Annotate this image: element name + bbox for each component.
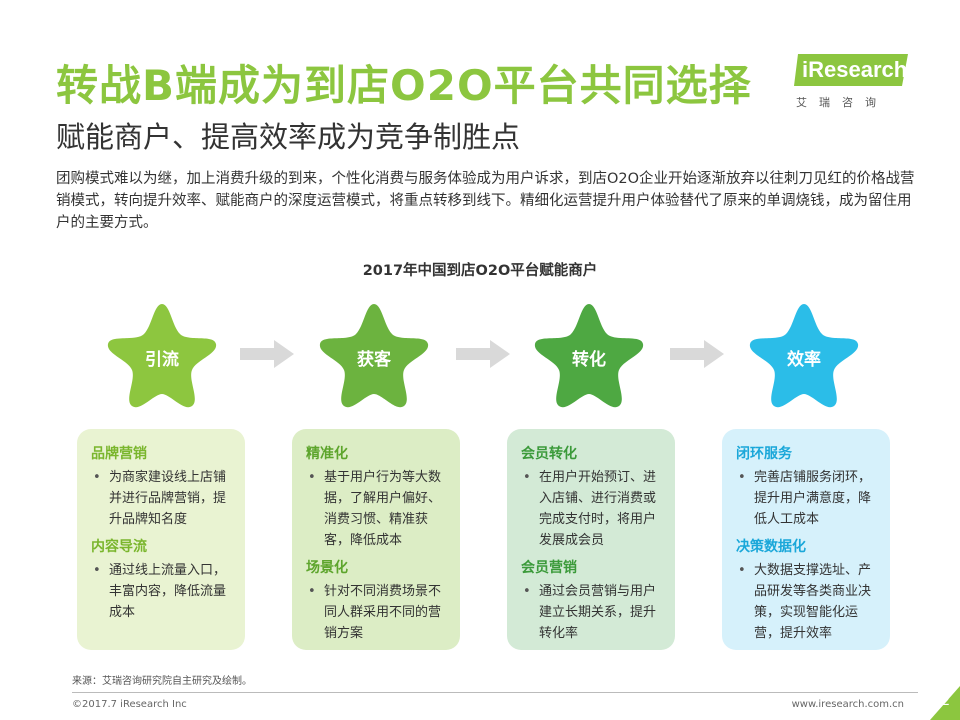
step-card-1: 品牌营销 为商家建设线上店铺并进行品牌营销，提升品牌知名度 内容导流 通过线上流… — [77, 429, 245, 650]
arrow-right-icon — [456, 340, 510, 368]
website-link[interactable]: www.iresearch.com.cn — [791, 699, 904, 710]
card-heading: 场景化 — [306, 560, 348, 576]
page-subtitle: 赋能商户、提高效率成为竞争制胜点 — [56, 120, 521, 154]
step-star-2: 获客 — [314, 298, 434, 410]
card-bullet: 为商家建设线上店铺并进行品牌营销，提升品牌知名度 — [91, 467, 233, 530]
star-shape-icon — [107, 304, 217, 408]
step-label: 转化 — [572, 350, 606, 370]
card-bullet: 在用户开始预订、进入店铺、进行消费或完成支付时，将用户发展成会员 — [521, 467, 663, 551]
step-card-4: 闭环服务 完善店铺服务闭环，提升用户满意度，降低人工成本 决策数据化 大数据支撑… — [722, 429, 890, 650]
step-star-3: 转化 — [529, 298, 649, 410]
card-bullet: 基于用户行为等大数据，了解用户偏好、消费习惯、精准获客，降低成本 — [306, 467, 448, 551]
star-shape-icon — [319, 304, 429, 408]
card-bullets: 通过会员营销与用户建立长期关系，提升转化率 — [521, 581, 663, 644]
logo-brand: iResearch — [802, 57, 908, 82]
card-heading: 会员营销 — [521, 560, 577, 576]
star-shape-icon — [749, 304, 859, 408]
copyright: ©2017.7 iResearch Inc — [72, 699, 187, 710]
step-star-4: 效率 — [744, 298, 864, 410]
card-bullet: 大数据支撑选址、产品研发等各类商业决策，实现智能化运营，提升效率 — [736, 560, 878, 644]
card-bullets: 大数据支撑选址、产品研发等各类商业决策，实现智能化运营，提升效率 — [736, 560, 878, 644]
footer-divider — [72, 692, 918, 693]
card-bullets: 通过线上流量入口，丰富内容，降低流量成本 — [91, 560, 233, 623]
arrow-right-icon — [670, 340, 724, 368]
logo-subtitle: 艾瑞咨询 — [796, 96, 888, 109]
corner-triangle-icon — [930, 686, 960, 720]
page-number: 22 — [933, 694, 950, 709]
card-bullet: 完善店铺服务闭环，提升用户满意度，降低人工成本 — [736, 467, 878, 530]
card-heading: 会员转化 — [521, 446, 577, 462]
card-bullets: 基于用户行为等大数据，了解用户偏好、消费习惯、精准获客，降低成本 — [306, 467, 448, 551]
step-star-1: 引流 — [102, 298, 222, 410]
card-heading: 内容导流 — [91, 539, 147, 555]
star-shape-icon — [534, 304, 644, 408]
arrow-right-icon — [240, 340, 294, 368]
card-bullets: 针对不同消费场景不同人群采用不同的营销方案 — [306, 581, 448, 644]
intro-paragraph: 团购模式难以为继，加上消费升级的到来，个性化消费与服务体验成为用户诉求，到店O2… — [56, 171, 915, 231]
iresearch-logo: iResearch 艾瑞咨询 — [794, 52, 914, 112]
card-bullet: 针对不同消费场景不同人群采用不同的营销方案 — [306, 581, 448, 644]
card-bullet: 通过会员营销与用户建立长期关系，提升转化率 — [521, 581, 663, 644]
chart-title: 2017年中国到店O2O平台赋能商户 — [362, 263, 598, 279]
card-heading: 精准化 — [306, 446, 348, 462]
card-bullet: 通过线上流量入口，丰富内容，降低流量成本 — [91, 560, 233, 623]
card-heading: 品牌营销 — [91, 446, 147, 462]
step-label: 效率 — [787, 350, 821, 370]
card-bullets: 在用户开始预订、进入店铺、进行消费或完成支付时，将用户发展成会员 — [521, 467, 663, 551]
source-note: 来源：艾瑞咨询研究院自主研究及绘制。 — [72, 676, 252, 687]
card-bullets: 完善店铺服务闭环，提升用户满意度，降低人工成本 — [736, 467, 878, 530]
card-bullets: 为商家建设线上店铺并进行品牌营销，提升品牌知名度 — [91, 467, 233, 530]
page-title: 转战B端成为到店O2O平台共同选择 — [56, 61, 752, 110]
step-card-2: 精准化 基于用户行为等大数据，了解用户偏好、消费习惯、精准获客，降低成本 场景化… — [292, 429, 460, 650]
step-card-3: 会员转化 在用户开始预订、进入店铺、进行消费或完成支付时，将用户发展成会员 会员… — [507, 429, 675, 650]
card-heading: 决策数据化 — [736, 539, 806, 555]
logo-mark-icon — [794, 54, 908, 86]
card-heading: 闭环服务 — [736, 446, 792, 462]
step-label: 引流 — [145, 350, 179, 370]
step-label: 获客 — [357, 350, 391, 370]
